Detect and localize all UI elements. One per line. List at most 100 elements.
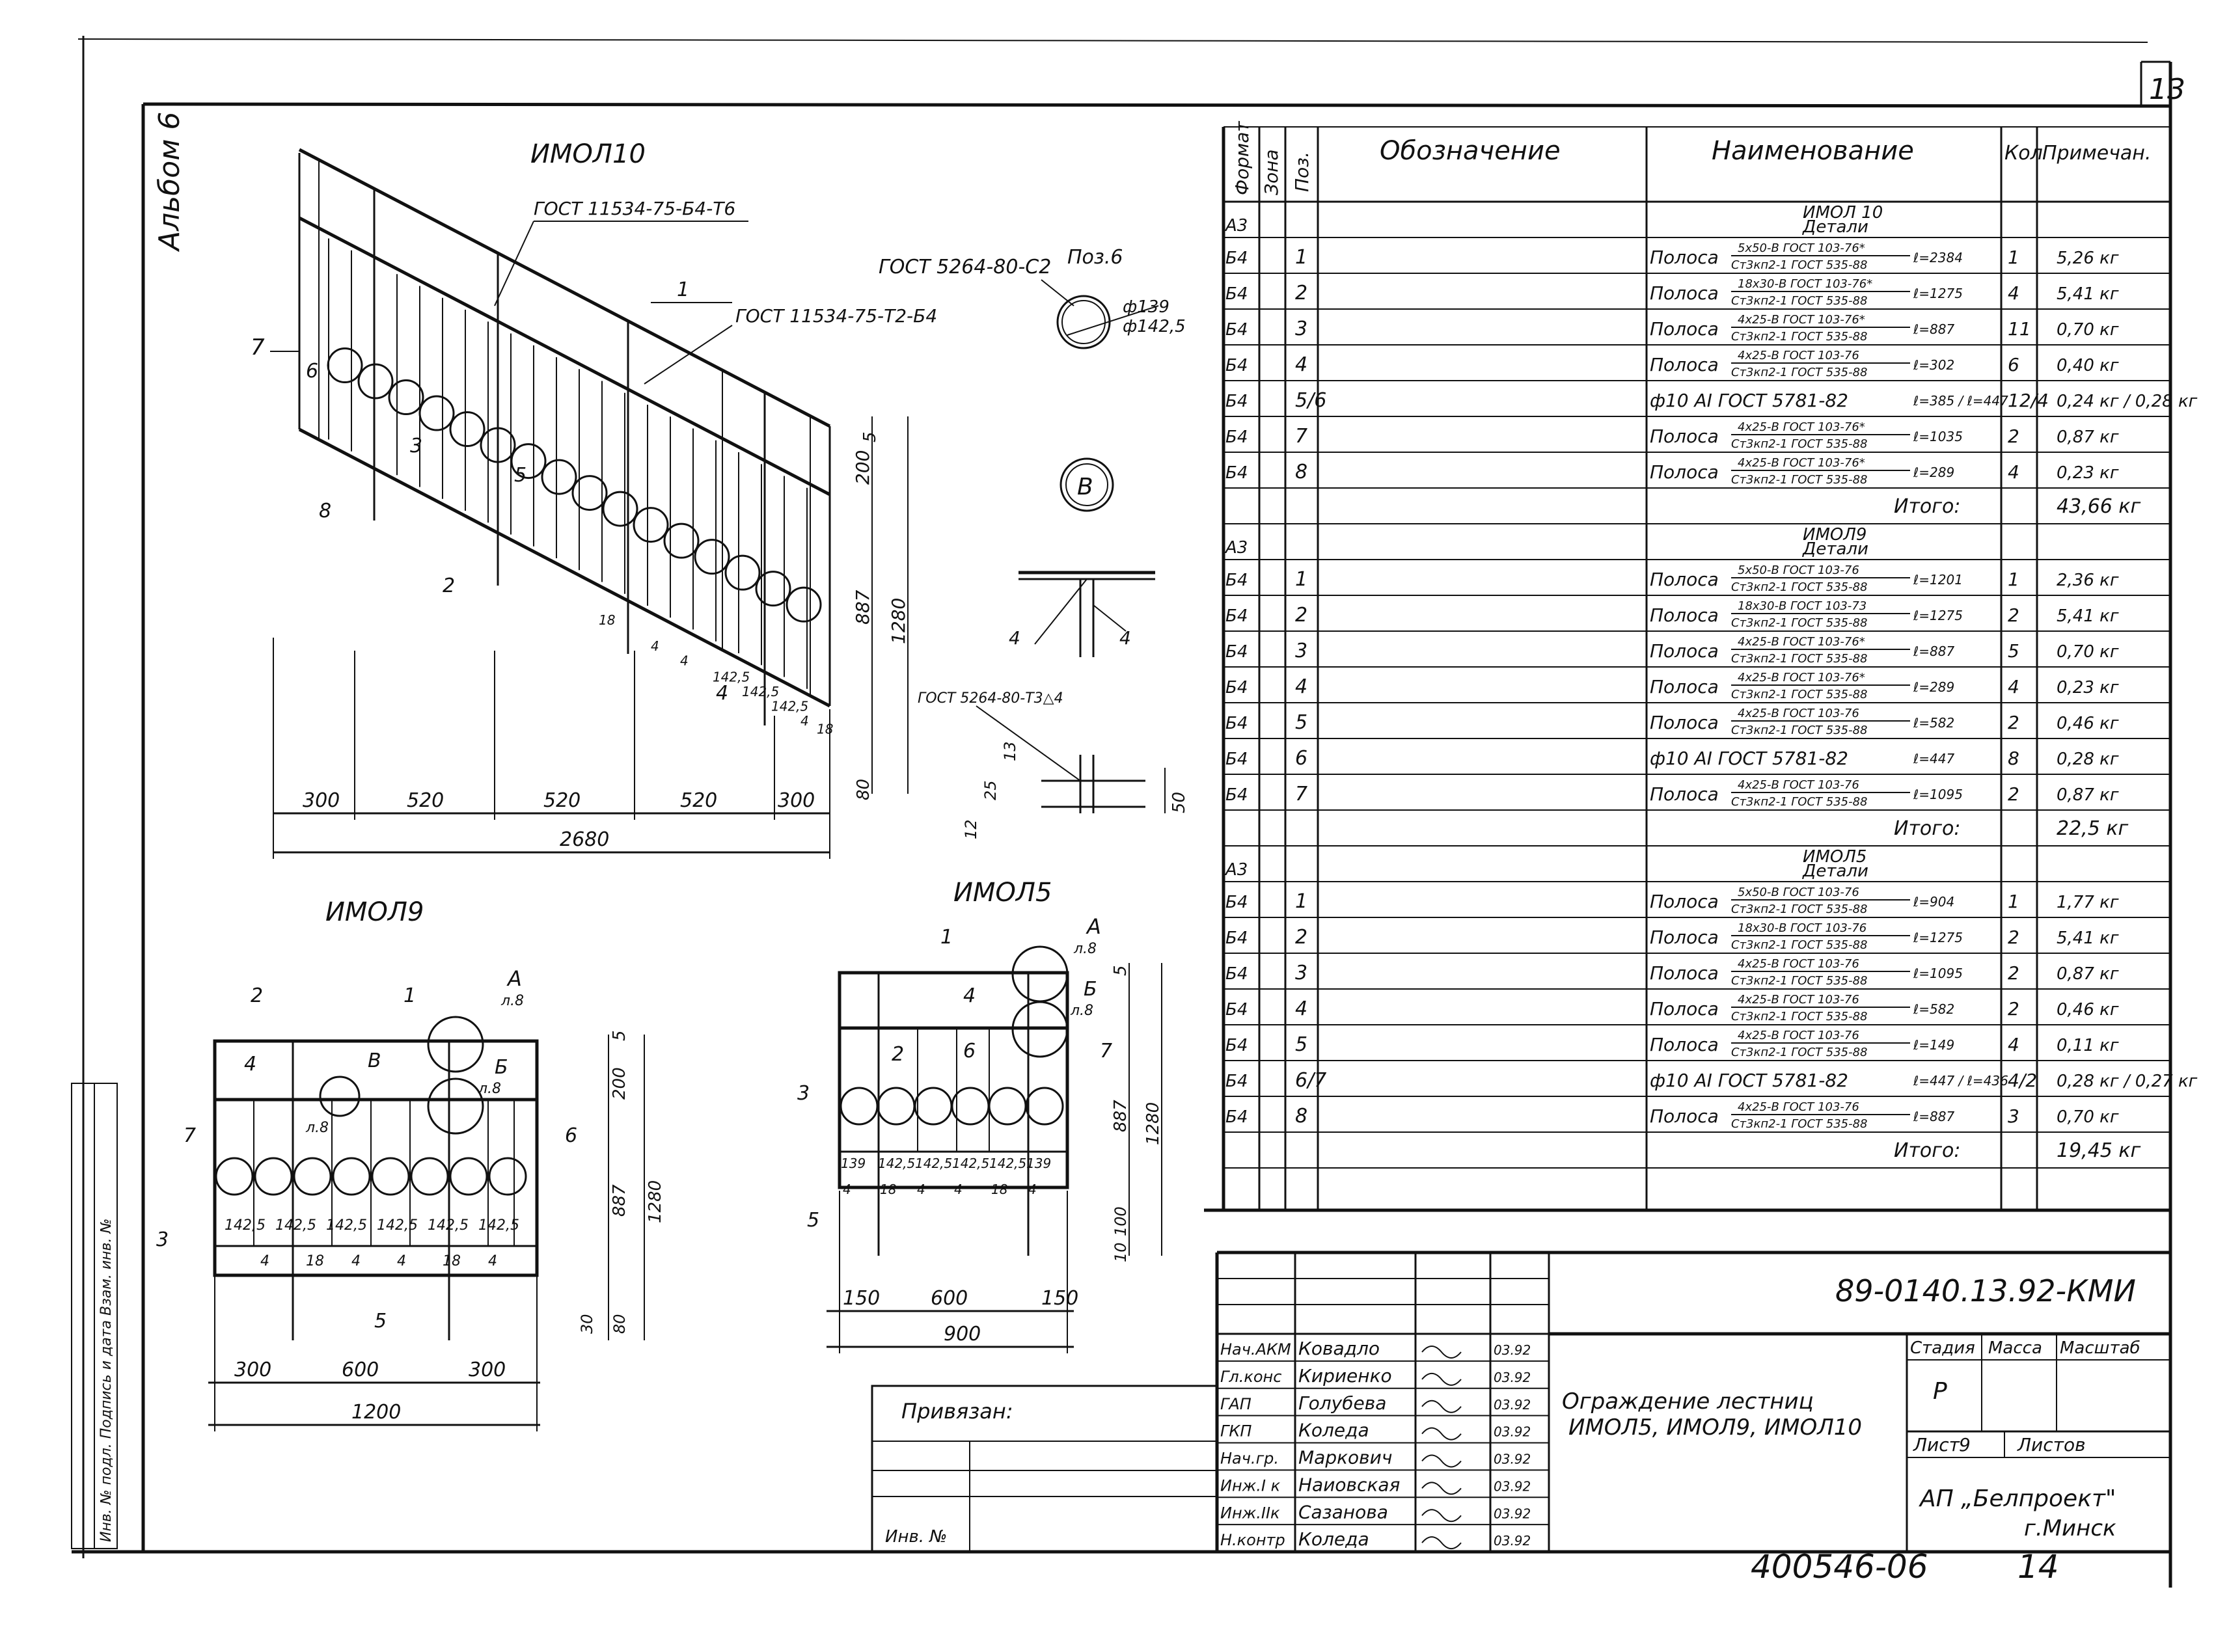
signature-role: Н.контр <box>1220 1531 1285 1549</box>
spec-row-steel: Ст3кп2-1 ГОСТ 535-88 <box>1731 1117 1868 1131</box>
spec-row-length: ℓ=1095 <box>1913 966 1963 981</box>
spec-row-steel: Ст3кп2-1 ГОСТ 535-88 <box>1731 366 1868 379</box>
ring <box>215 1157 254 1196</box>
spec-row-name: Полоса <box>1650 1034 1719 1055</box>
spec-row-pos: 2 <box>1295 604 1307 627</box>
imol10-drawing: ИМОЛ10 ГОСТ 11534-75-Б4-Т6 ГОСТ 11534-75… <box>251 139 937 859</box>
scale-label: Масштаб <box>2060 1338 2140 1358</box>
stage-value: Р <box>1933 1378 1947 1405</box>
spec-row-note: 5,41 кг <box>2057 284 2119 304</box>
spec-row-format: Б4 <box>1225 284 1248 304</box>
pos6-label: Поз.6 <box>1067 246 1123 269</box>
spec-row-length: ℓ=447 / ℓ=436 <box>1913 1073 2008 1089</box>
spec-row-name: Полоса <box>1650 461 1719 483</box>
spec-row-name: Полоса <box>1650 426 1719 447</box>
sheet-label: Лист <box>1913 1434 1960 1456</box>
spec-row-qty: 1 <box>2008 891 2019 912</box>
spec-row-pos: 8 <box>1295 461 1307 483</box>
gap-label: 139 <box>1026 1156 1051 1171</box>
imol9-dim-total: 1200 <box>351 1401 401 1424</box>
spec-row-note: 2,36 кг <box>2057 571 2119 590</box>
ring <box>914 1087 953 1126</box>
imol10-dim-r1: 200 <box>852 450 873 485</box>
imol9-dim-b2: 600 <box>342 1359 379 1381</box>
gap-label: 142,5 <box>989 1156 1026 1171</box>
sheet-value: 9 <box>1959 1434 1971 1456</box>
spec-row-length: ℓ=1275 <box>1913 286 1963 301</box>
spec-row-name: ф10 АI ГОСТ 5781-82 <box>1650 390 1848 411</box>
spec-section-subtitle: Детали <box>1802 217 1868 237</box>
imol9-mark-1: 1 <box>403 984 416 1007</box>
spec-row-format: Б4 <box>1225 1072 1248 1091</box>
th-pos: Поз. <box>1291 152 1313 192</box>
spec-row-profile: 4х25-В ГОСТ 103-76 <box>1738 778 1859 792</box>
spec-row-qty: 2 <box>2008 962 2019 984</box>
ring <box>1025 1087 1064 1126</box>
th-note: Примечан. <box>2042 142 2151 165</box>
spec-row-profile: 4х25-В ГОСТ 103-76 <box>1738 1100 1859 1114</box>
ring <box>694 539 730 575</box>
node-b-detail: В 4 4 ГОСТ 5264-80-Т3△4 50 12 25 13 <box>918 457 1189 839</box>
spec-row-profile: 4х25-В ГОСТ 103-76* <box>1738 313 1865 327</box>
spec-row-name: Полоса <box>1650 282 1719 304</box>
gap-label: 18 <box>817 722 833 737</box>
spec-total-label: Итого: <box>1894 1139 1961 1162</box>
spec-row-length: ℓ=582 <box>1913 715 1954 731</box>
spec-row-format: Б4 <box>1225 463 1248 483</box>
gap-label: 142,5 <box>915 1156 952 1171</box>
imol10-dim-b3: 520 <box>543 789 581 812</box>
signature-name: Коледа <box>1298 1420 1369 1441</box>
imol10-dim-r4: 5 <box>860 431 880 442</box>
signature-mark <box>1421 1482 1462 1495</box>
spec-row-length: ℓ=289 <box>1913 679 1954 695</box>
ring <box>327 347 363 384</box>
sheets-label: Листов <box>2017 1434 2086 1456</box>
stage-label: Стадия <box>1910 1338 1975 1358</box>
spec-row-steel: Ст3кп2-1 ГОСТ 535-88 <box>1731 473 1868 487</box>
imol5-mark-4: 4 <box>963 984 976 1007</box>
spec-row-length: ℓ=1275 <box>1913 930 1963 945</box>
imol5-mark-5: 5 <box>807 1209 819 1232</box>
spec-row-qty: 2 <box>2008 426 2019 447</box>
spec-row-qty: 2 <box>2008 604 2019 626</box>
imol10-dim-b1: 300 <box>303 789 340 812</box>
ring <box>388 379 424 416</box>
gap-label: 18 <box>599 612 615 628</box>
spec-row-steel: Ст3кп2-1 ГОСТ 535-88 <box>1731 724 1868 737</box>
imol9-drawing: ИМОЛ9 2 1 3 4 5 6 7 А л.8 Б л.8 В л.8 14… <box>156 897 665 1431</box>
th-qty: Кол <box>2004 142 2043 165</box>
spec-row-format: Б4 <box>1225 785 1248 805</box>
imol5-mark-6: 6 <box>963 1040 976 1063</box>
spec-row-profile: 18х30-В ГОСТ 103-76 <box>1738 921 1867 935</box>
imol9-mark-7: 7 <box>184 1124 196 1147</box>
spec-row-profile: 5х50-В ГОСТ 103-76 <box>1738 563 1859 577</box>
spec-row-steel: Ст3кп2-1 ГОСТ 535-88 <box>1731 580 1868 594</box>
spec-total-value: 19,45 кг <box>2057 1139 2141 1162</box>
imol9-mark-3: 3 <box>156 1228 169 1251</box>
imol9-dim-r5: 80 <box>610 1314 629 1334</box>
gap-label-bottom: 4 <box>917 1182 925 1197</box>
spec-row-qty: 11 <box>2008 318 2031 340</box>
imol10-callout-3: ГОСТ 5264-80-С2 <box>879 256 1051 278</box>
spec-row-length: ℓ=887 <box>1913 643 1954 659</box>
spec-row-profile: 18х30-В ГОСТ 103-73 <box>1738 599 1867 613</box>
spec-row-length: ℓ=1201 <box>1913 572 1963 588</box>
imol5-dim-r5: 10 <box>1112 1242 1130 1262</box>
signature-mark <box>1421 1536 1462 1550</box>
imol9-mark-6: 6 <box>565 1124 577 1147</box>
spec-row-name: ф10 АI ГОСТ 5781-82 <box>1650 748 1848 769</box>
ring <box>840 1087 879 1126</box>
spec-section-format: А3 <box>1224 538 1248 558</box>
spec-row-format: Б4 <box>1225 642 1248 662</box>
signature-role: ГКП <box>1220 1422 1251 1441</box>
spec-row-pos: 2 <box>1295 282 1307 305</box>
gap-label: 142,5 <box>377 1217 418 1234</box>
imol10-callout-2: ГОСТ 11534-75-Т2-Б4 <box>735 305 937 327</box>
spec-row-length: ℓ=149 <box>1913 1037 1954 1053</box>
spec-total-label: Итого: <box>1894 817 1961 840</box>
side-stamp-text: Инв. № подл. Подпись и дата Взам. инв. № <box>98 1219 115 1542</box>
spec-row-qty: 2 <box>2008 712 2019 733</box>
spec-row-name: Полоса <box>1650 676 1719 697</box>
imol10-callout-4: ГОСТ 5264-80-Т3△4 <box>918 690 1063 707</box>
